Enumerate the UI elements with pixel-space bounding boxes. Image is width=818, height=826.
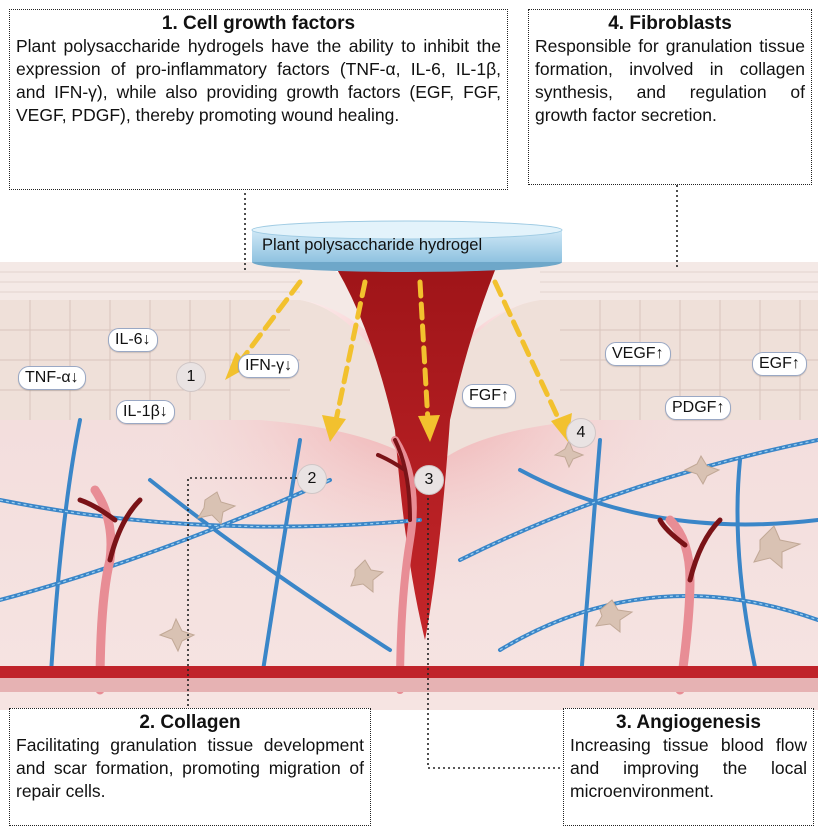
collagen-box: 2. Collagen Facilitating granulation tis…: [9, 708, 371, 826]
tag-ifng: IFN-γ↓: [238, 354, 299, 378]
marker-1: 1: [176, 362, 206, 392]
subcutaneous-band: [0, 666, 818, 678]
tag-vegf: VEGF↑: [605, 342, 671, 366]
hydrogel-label: Plant polysaccharide hydrogel: [262, 236, 482, 255]
growth-factors-box: 1. Cell growth factors Plant polysacchar…: [9, 9, 508, 190]
tag-pdgf: PDGF↑: [665, 396, 731, 420]
angiogenesis-box: 3. Angiogenesis Increasing tissue blood …: [563, 708, 814, 826]
tag-fgf: FGF↑: [462, 384, 516, 408]
growth-factors-title: 1. Cell growth factors: [10, 13, 507, 35]
collagen-title: 2. Collagen: [10, 712, 370, 734]
fibroblasts-title: 4. Fibroblasts: [529, 13, 811, 35]
marker-3: 3: [414, 465, 444, 495]
marker-2: 2: [297, 464, 327, 494]
growth-factors-text: Plant polysaccharide hydrogels have the …: [10, 35, 507, 127]
fibroblasts-text: Responsible for granulation tissue forma…: [529, 35, 811, 127]
tag-il6: IL-6↓: [108, 328, 158, 352]
tag-egf: EGF↑: [752, 352, 807, 376]
fibroblasts-box: 4. Fibroblasts Responsible for granulati…: [528, 9, 812, 185]
collagen-text: Facilitating granulation tissue developm…: [10, 734, 370, 803]
tag-tnfa: TNF-α↓: [18, 366, 86, 390]
tag-il1b: IL-1β↓: [116, 400, 175, 424]
angiogenesis-text: Increasing tissue blood flow and improvi…: [564, 734, 813, 803]
angiogenesis-title: 3. Angiogenesis: [564, 712, 813, 734]
marker-4: 4: [566, 418, 596, 448]
